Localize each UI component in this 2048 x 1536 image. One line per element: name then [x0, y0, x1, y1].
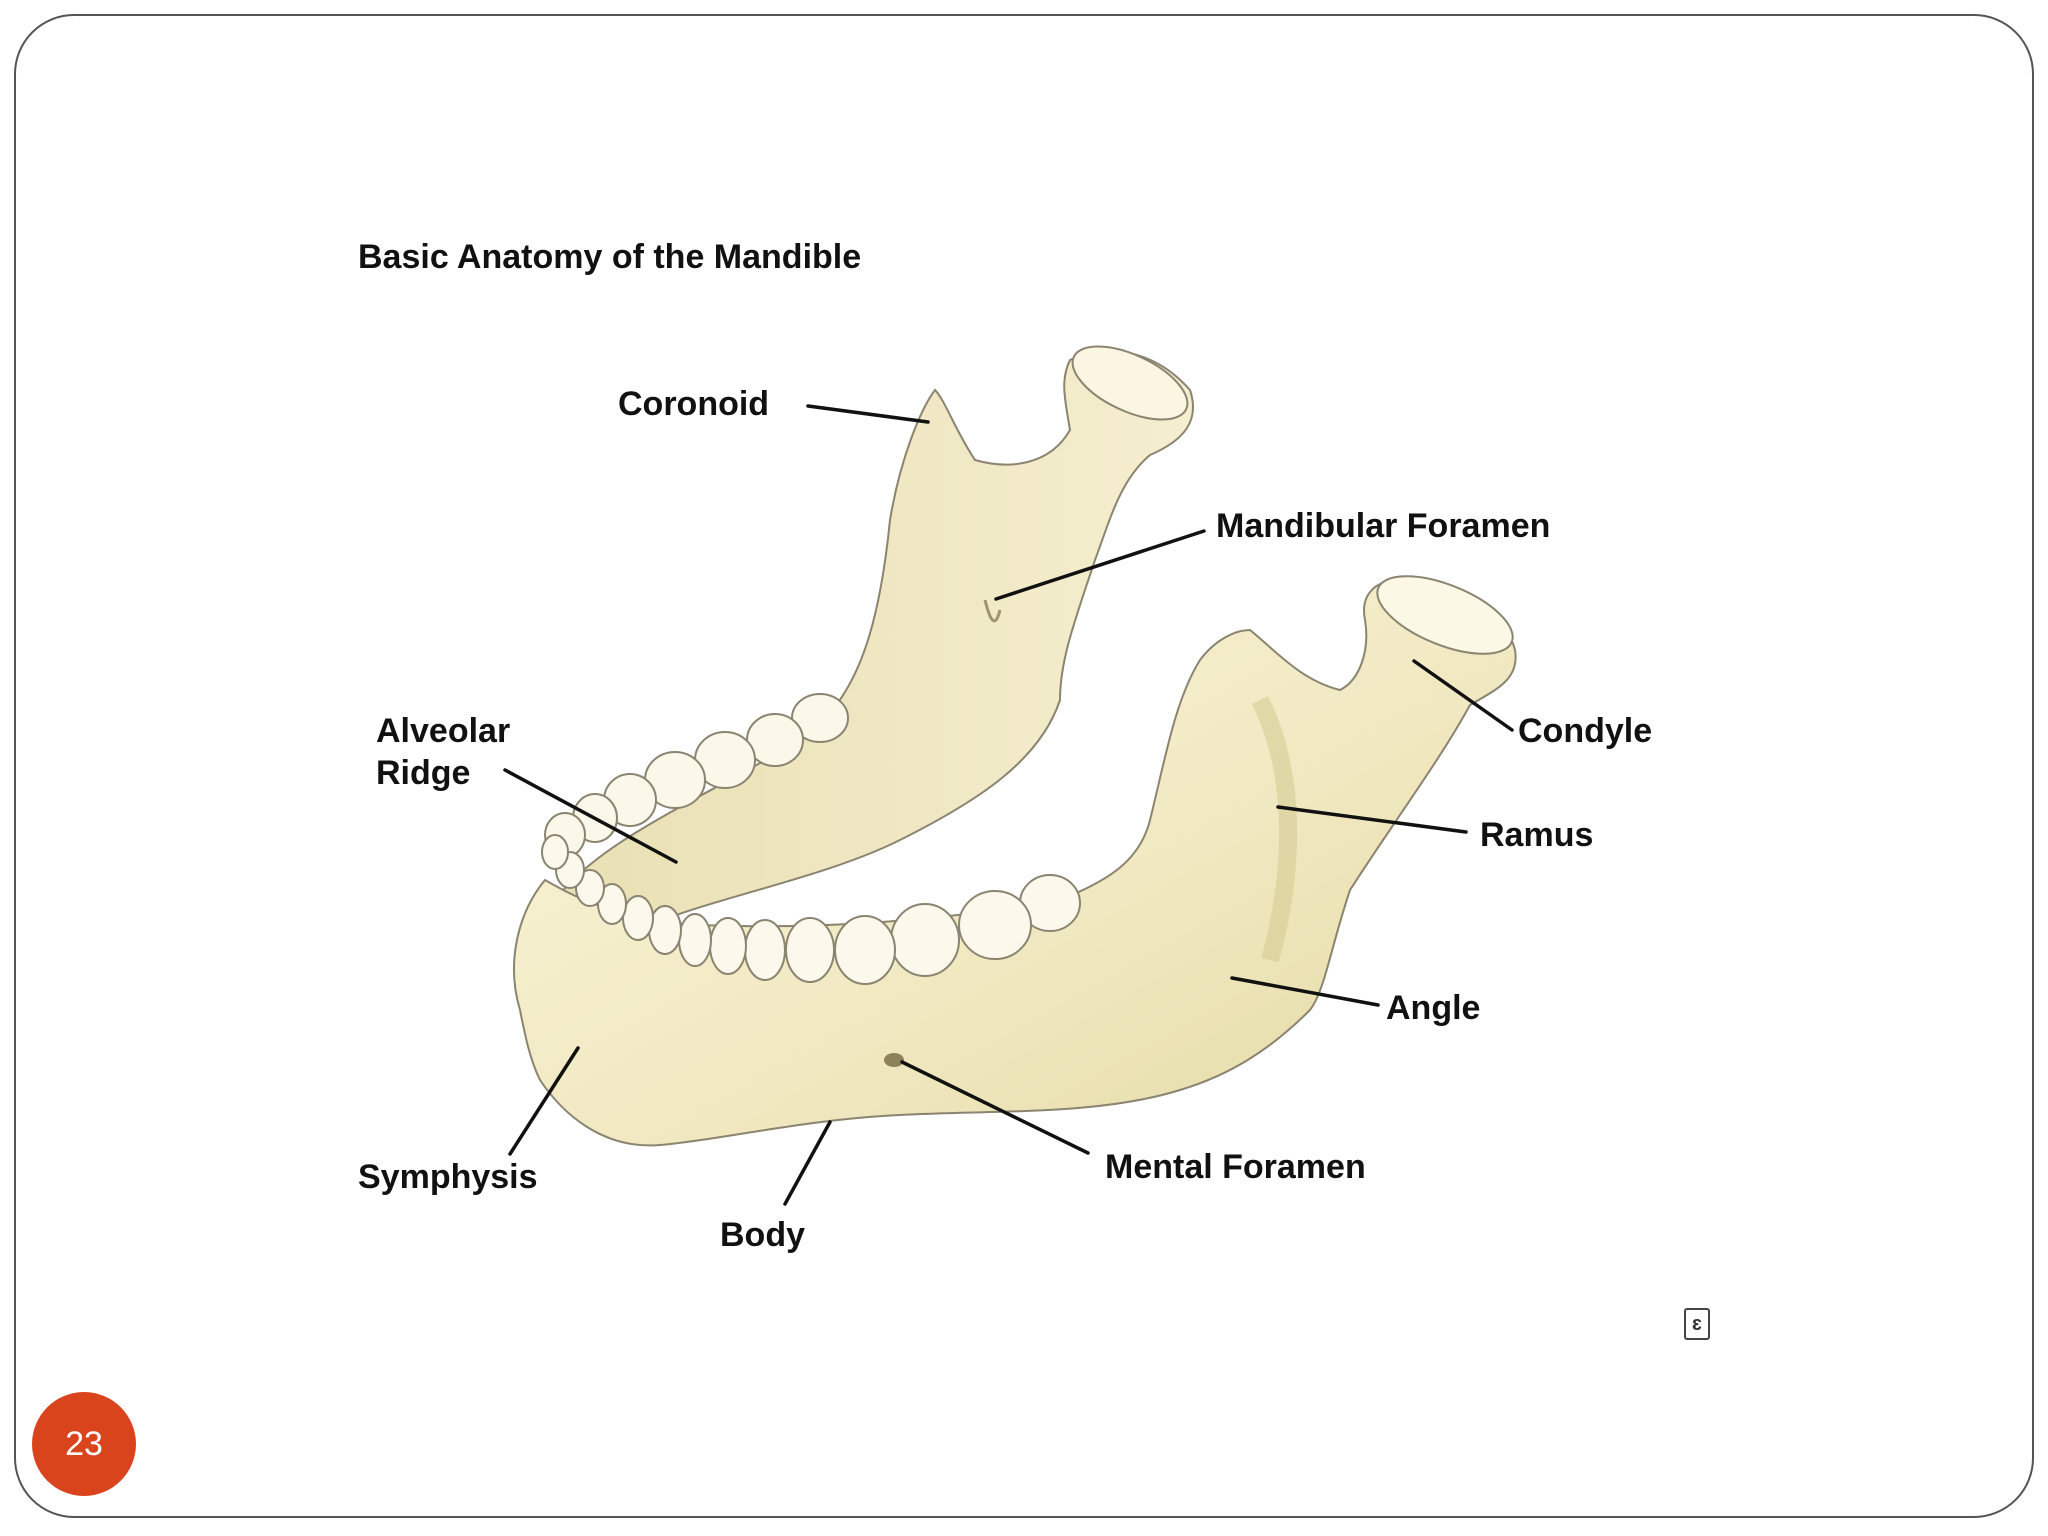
- leader-angle: [1230, 976, 1380, 1007]
- label-alveolar-ridge-line2: Ridge: [376, 754, 471, 792]
- page-number-badge: 23: [32, 1392, 136, 1496]
- label-condyle: Condyle: [1518, 712, 1653, 750]
- near-condyle-head: [1376, 575, 1514, 655]
- leader-mental-foramen: [900, 1060, 1090, 1155]
- foramen-shadow: [983, 599, 1002, 623]
- leader-mandibular-foramen: [994, 529, 1206, 601]
- figure-title: Basic Anatomy of the Mandible: [358, 238, 862, 276]
- near-teeth: [541, 834, 1081, 985]
- label-coronoid: Coronoid: [618, 385, 770, 423]
- label-angle: Angle: [1386, 989, 1481, 1027]
- far-ramus: [553, 350, 1195, 932]
- mental-foramen-hole: [884, 1053, 904, 1067]
- leader-coronoid: [806, 404, 930, 424]
- label-alveolar-ridge-line1: Alveolar: [376, 712, 511, 750]
- far-teeth: [544, 693, 849, 858]
- far-condyle-head: [1071, 345, 1189, 421]
- leader-ramus: [1276, 805, 1468, 834]
- label-symphysis: Symphysis: [358, 1158, 538, 1196]
- leader-lines: [503, 404, 1514, 1206]
- label-mental-foramen: Mental Foramen: [1105, 1148, 1366, 1186]
- leader-symphysis: [508, 1046, 580, 1156]
- label-body: Body: [720, 1216, 805, 1254]
- slide-frame: [14, 14, 2034, 1518]
- figure-source-logo-icon: ɛ: [1684, 1308, 1710, 1340]
- ramus-shading: [1251, 695, 1298, 963]
- leader-alveolar-ridge: [503, 768, 678, 864]
- leader-body: [783, 1120, 832, 1206]
- label-mandibular-foramen: Mandibular Foramen: [1216, 507, 1551, 545]
- leader-condyle: [1412, 659, 1514, 732]
- label-ramus: Ramus: [1480, 816, 1594, 854]
